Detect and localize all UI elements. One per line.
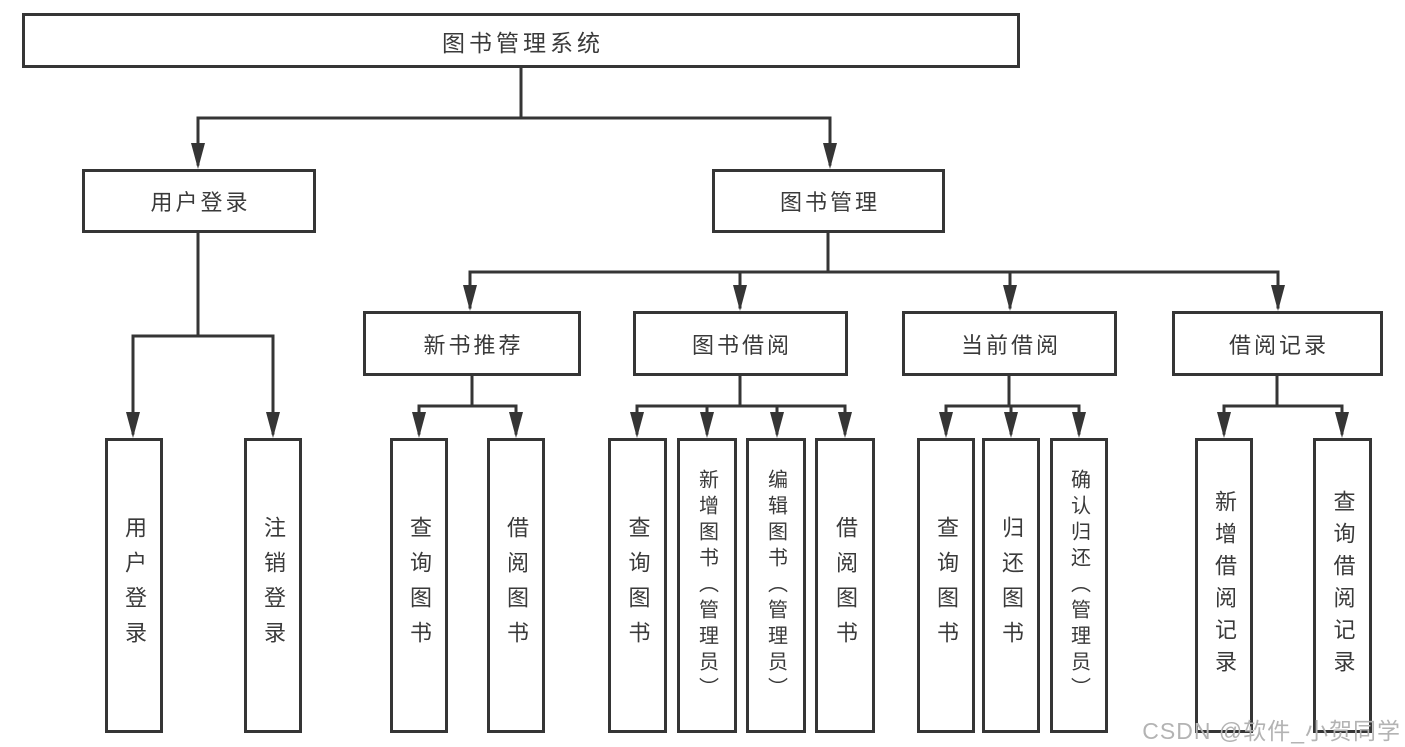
csdn-watermark: CSDN @软件_小贺同学: [1142, 718, 1401, 744]
node-leaf-query-borrow-record: 查询借阅记录: [1313, 438, 1372, 733]
connector-borrowing-records-group: [1222, 374, 1344, 435]
node-leaf-user-login: 用户登录: [105, 438, 163, 733]
node-leaf-return-book: 归还图书: [982, 438, 1040, 733]
node-leaf-add-borrow-record: 新增借阅记录: [1195, 438, 1253, 733]
node-leaf-add-book: 新增图书（管理员）: [677, 438, 737, 733]
node-leaf-query-book-3: 查询图书: [917, 438, 975, 733]
node-leaf-borrow-book-2: 借阅图书: [815, 438, 875, 733]
node-leaf-edit-book: 编辑图书（管理员）: [746, 438, 806, 733]
node-current-borrowing: 当前借阅: [902, 311, 1117, 376]
node-leaf-borrow-book-1: 借阅图书: [487, 438, 545, 733]
node-book-borrowing: 图书借阅: [633, 311, 848, 376]
node-new-book-recommend: 新书推荐: [363, 311, 581, 376]
node-root: 图书管理系统: [22, 13, 1020, 68]
node-book-management: 图书管理: [712, 169, 945, 233]
connector-user-login-group: [131, 231, 275, 435]
node-leaf-confirm-return: 确认归还（管理员）: [1050, 438, 1108, 733]
connector-new-book-recommend-group: [417, 374, 518, 435]
node-user-login: 用户登录: [82, 169, 316, 233]
connector-book-management-group: [468, 231, 1280, 309]
node-leaf-query-book-2: 查询图书: [608, 438, 667, 733]
node-borrowing-records: 借阅记录: [1172, 311, 1383, 376]
connector-book-borrowing-group: [635, 374, 847, 435]
node-leaf-logout: 注销登录: [244, 438, 302, 733]
connector-root-to-level2: [196, 66, 832, 166]
node-leaf-query-book-1: 查询图书: [390, 438, 448, 733]
